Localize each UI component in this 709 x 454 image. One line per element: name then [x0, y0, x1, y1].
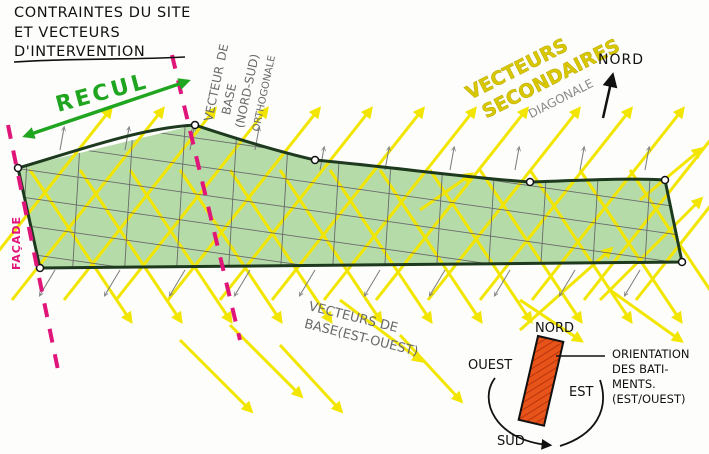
vecteur-ns-line-3: BASE	[219, 82, 239, 116]
base-vector-eo-label: VECTEURS DE BASE(EST-OUEST)	[303, 299, 420, 359]
grid-line-eo	[18, 193, 682, 268]
grid-line-eo	[18, 221, 682, 268]
orientation-line-2: DES BATI-	[612, 362, 669, 376]
secondary-vectors-label: VECTEURS SECONDAIRES DIAGONALE	[462, 34, 624, 123]
secondary-arrow-se	[128, 169, 233, 324]
secondary-arrow-ne	[374, 106, 529, 301]
facade-label: FAÇADE	[10, 216, 23, 270]
secondary-arrow-se	[339, 298, 424, 363]
secondary-arrow-se	[328, 169, 433, 324]
secondary-arrow-ne	[166, 106, 321, 301]
page-title: CONTRAINTES DU SITE ET VECTEURS D'INTERV…	[14, 5, 191, 60]
base-arrow-north	[579, 148, 584, 171]
secondary-arrow-se	[228, 169, 333, 324]
building-block	[517, 334, 565, 427]
base-arrow-south	[235, 269, 251, 295]
site-area	[18, 125, 682, 268]
base-arrow-south	[365, 269, 381, 295]
base-arrow-south	[495, 269, 511, 295]
secondary-arrow-ne	[639, 146, 704, 202]
site-vertices	[13, 120, 687, 273]
secondary-arrow-se	[228, 323, 304, 399]
base-arrow-north	[514, 148, 519, 171]
compass-est: EST	[569, 385, 593, 400]
vecteur-ns-line-2: DE	[214, 43, 231, 62]
base-vector-arrows	[40, 128, 649, 295]
base-arrow-south	[625, 269, 641, 295]
orientation-compass: NORD SUD OUEST EST	[468, 321, 605, 449]
secondary-arrow-se	[178, 338, 254, 414]
title-line-3: D'INTERVENTION	[14, 44, 145, 60]
secondary-arrow-ne	[530, 106, 685, 301]
orientation-line-4: (EST/OUEST)	[612, 392, 686, 406]
compass-circle	[487, 377, 604, 446]
compass-ouest: OUEST	[468, 358, 512, 373]
base-arrow-south	[300, 269, 316, 295]
setback-line	[170, 54, 242, 341]
title-underline	[13, 56, 186, 63]
title-line-1: CONTRAINTES DU SITE	[14, 5, 191, 21]
secondary-arrow-se	[528, 169, 633, 324]
compass-nord: NORD	[535, 321, 574, 336]
orientation-line-1: ORIENTATION	[612, 347, 689, 361]
compass-sud: SUD	[497, 434, 525, 449]
secondary-arrow-ne	[0, 106, 113, 252]
orientation-label: ORIENTATION DES BATI- MENTS. (EST/OUEST)	[612, 347, 689, 406]
base-arrow-south	[170, 269, 186, 295]
north-label: NORD	[598, 52, 644, 68]
orientation-line-3: MENTS.	[612, 377, 656, 391]
grid-line-eo	[18, 137, 682, 239]
north-arrow	[601, 72, 618, 119]
secondary-arrow-ne	[322, 106, 477, 301]
base-arrow-south	[105, 269, 121, 295]
title-line-2: ET VECTEURS	[14, 25, 120, 41]
base-arrow-north	[254, 128, 259, 151]
base-vector-ns-label: VECTEUR DE BASE (NORD-SUD) ORTHOGONALE	[201, 43, 278, 133]
secondary-arrow-se	[278, 169, 383, 324]
base-arrow-north	[449, 148, 454, 171]
secondary-arrow-se	[28, 169, 133, 324]
secondary-arrow-ne	[634, 205, 709, 301]
recul-arrow	[22, 78, 191, 139]
secondary-arrow-ne	[598, 196, 704, 302]
grid-line-eo	[18, 165, 682, 267]
secondary-arrow-ne	[582, 139, 709, 301]
facade-line	[6, 124, 60, 371]
secondary-arrow-se	[398, 333, 464, 404]
secondary-arrow-se	[428, 169, 533, 324]
secondary-arrow-se	[519, 298, 584, 343]
base-arrow-south	[430, 269, 446, 295]
base-arrow-north	[319, 148, 324, 171]
base-arrow-south	[560, 269, 576, 295]
secondary-arrow-se	[78, 169, 183, 324]
base-arrow-north	[59, 128, 64, 151]
secondary-arrow-se	[278, 343, 344, 414]
secondary-arrow-se	[609, 288, 684, 343]
base-arrow-north	[644, 148, 649, 171]
secondary-arrow-ne	[419, 172, 474, 212]
